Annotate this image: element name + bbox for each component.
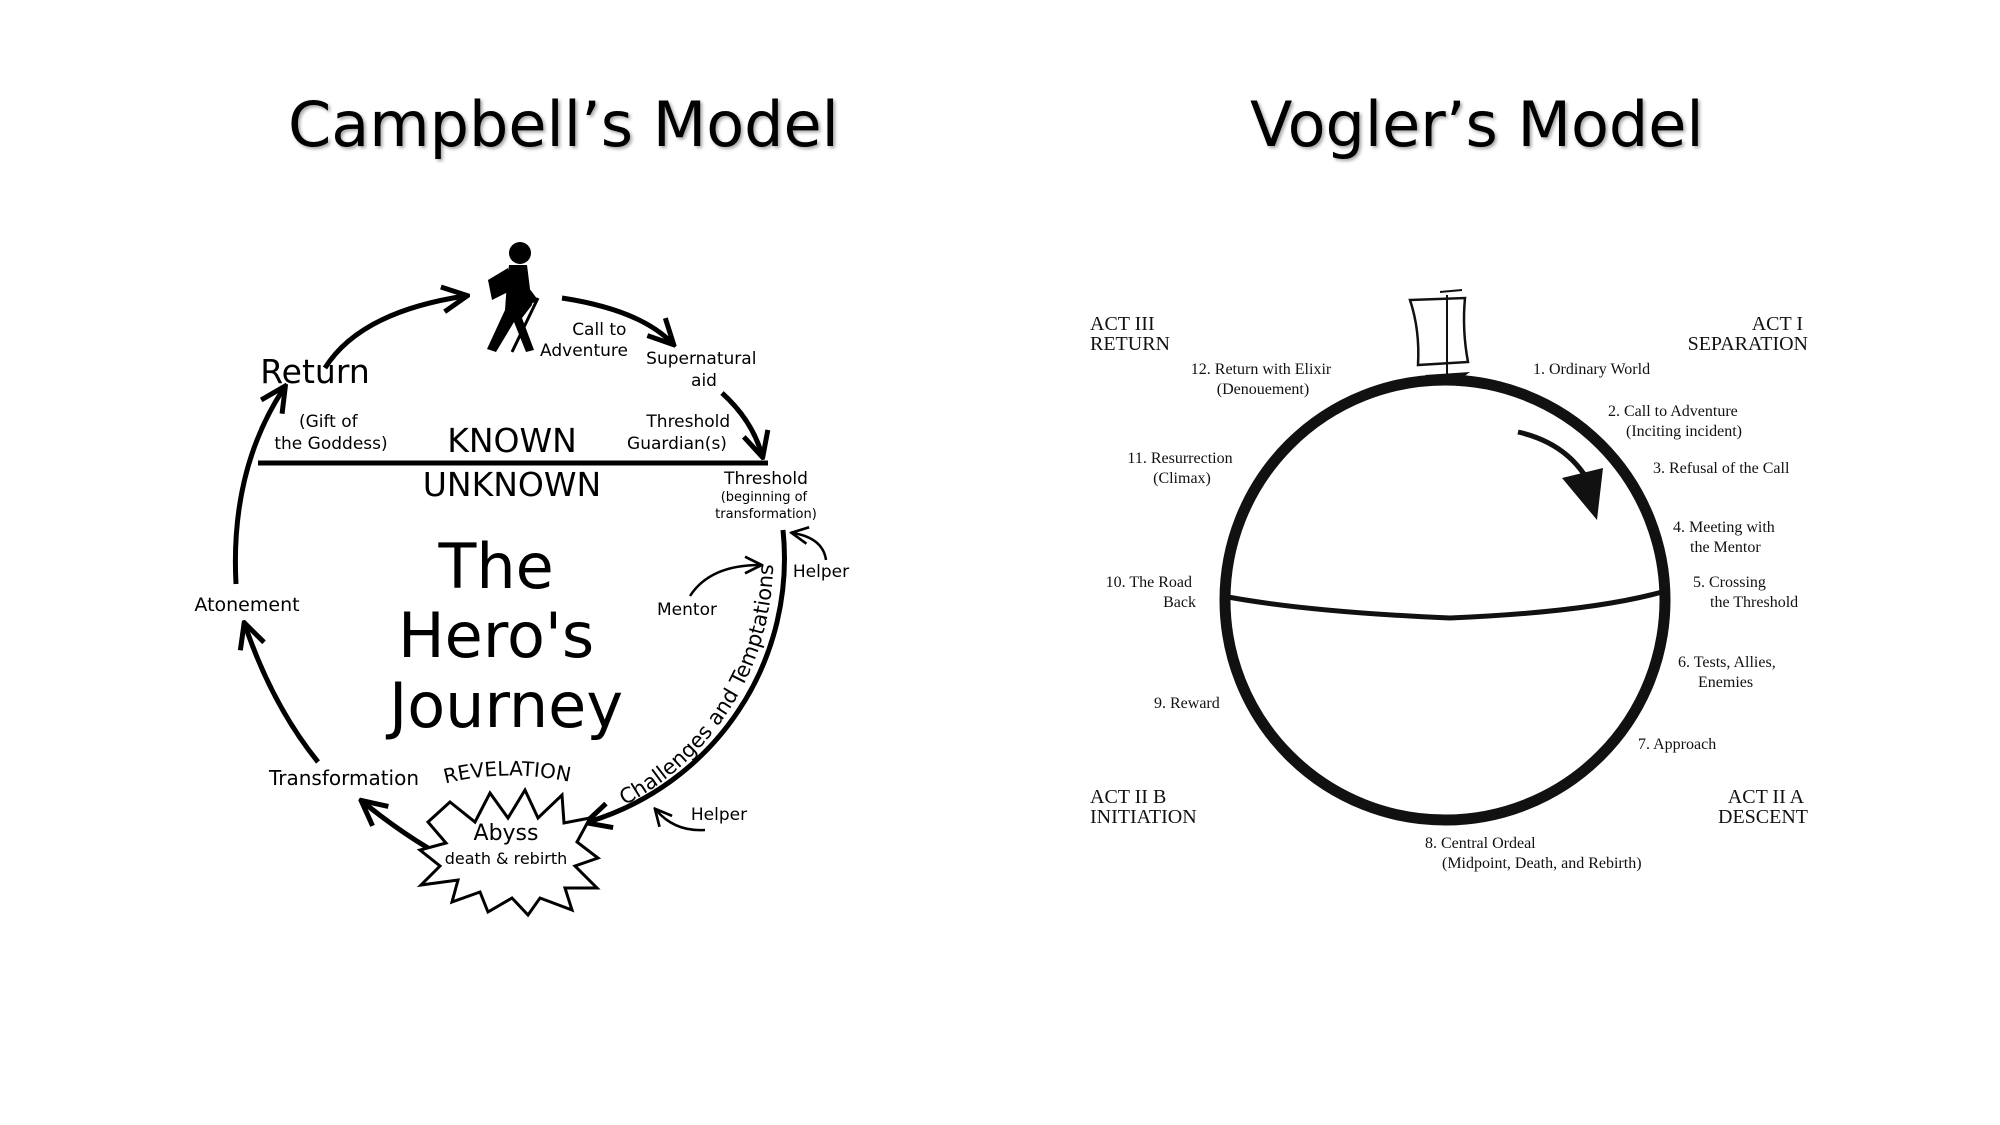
gift-of-goddess-label: (Gift of the Goddess) bbox=[274, 412, 387, 454]
stage-4-label: 4. Meeting with the Mentor bbox=[1673, 519, 1779, 556]
vogler-diagram: ACT III RETURN ACT I SEPARATION ACT II B… bbox=[1090, 289, 1808, 872]
stage-2-label: 2. Call to Adventure (Inciting incident) bbox=[1608, 403, 1742, 440]
threshold-sub-label: (beginning of transformation) bbox=[715, 490, 817, 522]
challenges-arc-arrow bbox=[588, 529, 787, 822]
known-label: KNOWN bbox=[447, 421, 577, 460]
aid-to-threshold-arrow bbox=[720, 391, 762, 455]
journey-circle bbox=[1219, 374, 1671, 826]
abyss-to-transformation-arrow bbox=[363, 802, 430, 851]
atonement-label: Atonement bbox=[194, 594, 299, 616]
transformation-label: Transformation bbox=[268, 766, 419, 790]
threshold-label: Threshold bbox=[723, 469, 808, 489]
mentor-label: Mentor bbox=[657, 600, 717, 620]
campbell-diagram: Call to Adventure Supernatural aid Retur… bbox=[194, 242, 849, 918]
stage-12-label: 12. Return with Elixir (Denouement) bbox=[1191, 361, 1335, 398]
helper-top-arrow bbox=[793, 533, 828, 561]
direction-arrow bbox=[1517, 429, 1603, 520]
heros-journey-title: The Hero's Journey bbox=[385, 530, 623, 742]
return-label: Return bbox=[260, 352, 370, 391]
mentor-arrow bbox=[688, 565, 760, 597]
vogler-model-title: Vogler’s Model bbox=[1250, 88, 1704, 161]
act-2a-descent-label: ACT II A DESCENT bbox=[1718, 786, 1808, 828]
helper-top-label: Helper bbox=[793, 562, 849, 582]
act-1-separation-label: ACT I SEPARATION bbox=[1688, 313, 1808, 355]
supernatural-aid-label: Supernatural aid bbox=[646, 349, 762, 391]
stage-6-label: 6. Tests, Allies, Enemies bbox=[1678, 654, 1780, 691]
stage-1-label: 1. Ordinary World bbox=[1533, 361, 1650, 378]
stage-11-label: 11. Resurrection (Climax) bbox=[1127, 450, 1236, 487]
ship-icon bbox=[1408, 289, 1470, 382]
act-2b-initiation-label: ACT II B INITIATION bbox=[1090, 786, 1197, 828]
return-to-start-arrow bbox=[322, 296, 465, 370]
helper-bottom-arrow bbox=[656, 810, 706, 832]
abyss-label: Abyss bbox=[474, 821, 539, 846]
transformation-to-atonement-arrow bbox=[245, 625, 320, 764]
call-to-adventure-label: Call to Adventure bbox=[540, 320, 632, 361]
revelation-label: REVELATION bbox=[441, 756, 573, 788]
abyss-starburst bbox=[416, 786, 602, 918]
act-3-return-label: ACT III RETURN bbox=[1090, 313, 1170, 355]
helper-bottom-label: Helper bbox=[691, 805, 747, 825]
death-rebirth-label: death & rebirth bbox=[445, 849, 568, 868]
world-divider-line bbox=[1227, 589, 1663, 621]
stage-10-label: 10. The Road Back bbox=[1106, 574, 1196, 611]
threshold-guardians-label: Threshold Guardian(s) bbox=[627, 412, 736, 454]
stage-8-label: 8. Central Ordeal (Midpoint, Death, and … bbox=[1425, 835, 1642, 872]
call-to-aid-arrow bbox=[561, 295, 672, 343]
cycle-arrows bbox=[232, 295, 787, 851]
unknown-label: UNKNOWN bbox=[423, 465, 601, 504]
atonement-to-return-arrow bbox=[232, 388, 284, 585]
stage-7-label: 7. Approach bbox=[1638, 736, 1716, 753]
stage-5-label: 5. Crossing the Threshold bbox=[1693, 574, 1798, 611]
campbell-model-title: Campbell’s Model bbox=[288, 88, 839, 161]
stage-3-label: 3. Refusal of the Call bbox=[1653, 460, 1790, 477]
stage-9-label: 9. Reward bbox=[1154, 695, 1220, 712]
hiker-icon bbox=[487, 242, 540, 353]
